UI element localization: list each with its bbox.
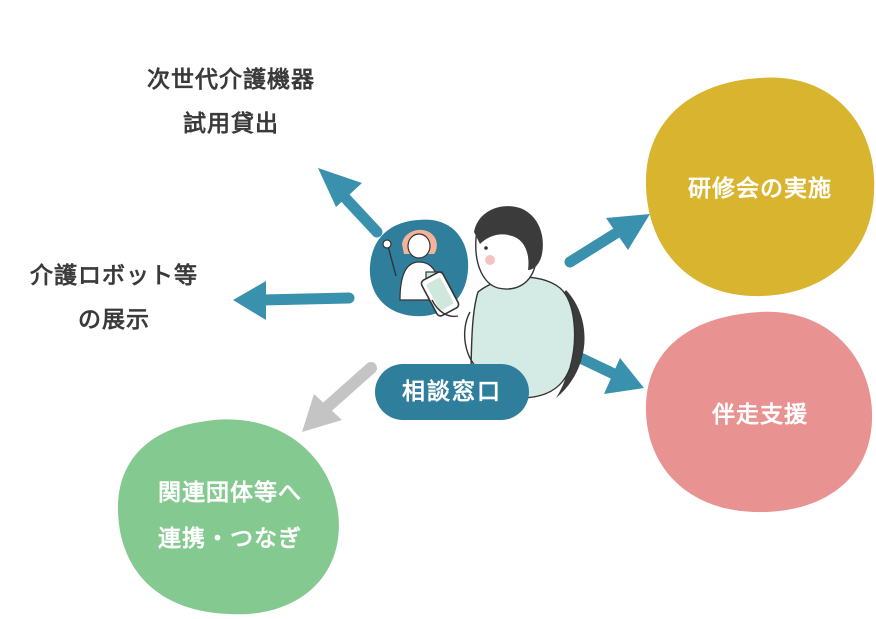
arrow-to-workshops xyxy=(564,214,650,268)
support-text: 伴走支援 xyxy=(660,392,860,438)
arrow-to-trial-lending xyxy=(318,168,383,238)
robot-exhibit-line2: の展示 xyxy=(78,307,150,333)
consultation-desk-pill: 相談窓口 xyxy=(375,364,529,420)
arrow-to-linkage xyxy=(302,362,377,432)
workshops-text: 研修会の実施 xyxy=(660,166,860,212)
linkage-line1: 関連団体等へ xyxy=(158,480,302,506)
support-label: 伴走支援 xyxy=(712,402,808,428)
linkage-blob xyxy=(117,419,339,615)
arrow-to-support xyxy=(566,348,644,394)
trial-lending-line1: 次世代介護機器 xyxy=(147,67,315,93)
support-blob xyxy=(645,311,873,513)
linkage-text: 関連団体等へ 連携・つなぎ xyxy=(128,470,332,562)
robot-exhibit-line1: 介護ロボット等 xyxy=(30,263,198,289)
workshops-blob xyxy=(645,77,875,297)
trial-lending-label: 次世代介護機器 試用貸出 xyxy=(132,58,330,146)
trial-lending-line2: 試用貸出 xyxy=(183,111,279,137)
linkage-line2: 連携・つなぎ xyxy=(158,526,302,552)
arrow-to-robot-exhibit xyxy=(233,281,355,320)
workshops-label: 研修会の実施 xyxy=(688,176,832,202)
robot-exhibit-label: 介護ロボット等 の展示 xyxy=(14,254,214,342)
consultation-desk-label: 相談窓口 xyxy=(402,379,502,405)
